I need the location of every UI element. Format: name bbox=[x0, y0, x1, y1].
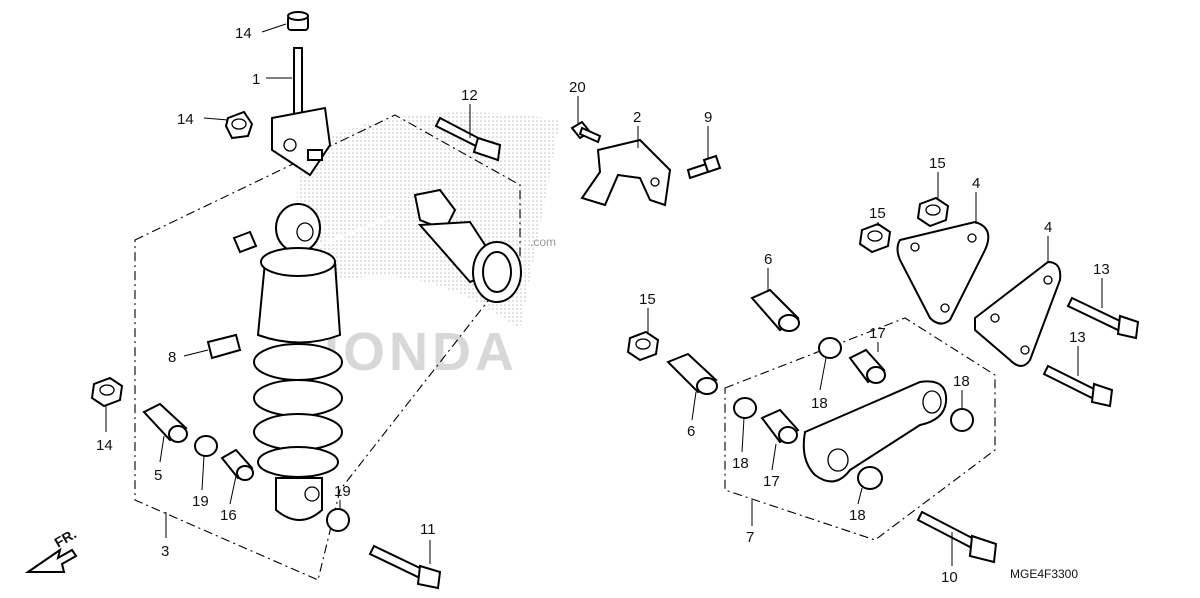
washer-18-a bbox=[818, 337, 842, 359]
plate-4-upper bbox=[896, 220, 990, 325]
callout-6: 6 bbox=[764, 251, 772, 268]
callout-2: 2 bbox=[633, 109, 641, 126]
collar-6-lower bbox=[666, 352, 718, 395]
callout-13: 13 bbox=[1093, 261, 1110, 278]
front-direction-arrow: FR. bbox=[24, 525, 80, 573]
washer-19-a bbox=[194, 435, 218, 457]
link-7 bbox=[802, 380, 948, 483]
bracket-2 bbox=[580, 138, 672, 207]
callout-15: 15 bbox=[929, 155, 946, 172]
callout-14: 14 bbox=[235, 25, 252, 42]
upper-mount-1 bbox=[271, 47, 332, 177]
callout-14: 14 bbox=[96, 437, 113, 454]
callout-14: 14 bbox=[177, 111, 194, 128]
shock-absorber-3 bbox=[232, 188, 522, 521]
callout-18: 18 bbox=[811, 395, 828, 412]
collar-17-upper bbox=[848, 348, 886, 384]
callout-11: 11 bbox=[420, 521, 436, 538]
callout-15: 15 bbox=[869, 205, 886, 222]
callout-16: 16 bbox=[220, 507, 237, 524]
collar-5 bbox=[142, 402, 188, 443]
callout-6: 6 bbox=[687, 423, 695, 440]
callout-19: 19 bbox=[334, 483, 351, 500]
nut-14-left bbox=[224, 110, 254, 140]
callout-20: 20 bbox=[569, 79, 586, 96]
callout-7: 7 bbox=[746, 529, 754, 546]
washer-18-c bbox=[950, 408, 974, 432]
callout-17: 17 bbox=[763, 473, 780, 490]
bolt-11 bbox=[368, 544, 442, 590]
washer-18-d bbox=[857, 466, 883, 490]
washer-18-b bbox=[733, 397, 757, 419]
callout-15: 15 bbox=[639, 291, 656, 308]
callout-4: 4 bbox=[1044, 219, 1052, 236]
linkage-group-outline bbox=[724, 317, 996, 541]
bolt-10 bbox=[916, 510, 998, 564]
callout-19: 19 bbox=[192, 493, 209, 510]
nut-14-top bbox=[287, 11, 309, 31]
callout-17: 17 bbox=[869, 325, 886, 342]
bolt-9 bbox=[686, 154, 722, 180]
callout-1: 1 bbox=[252, 71, 260, 88]
watermark-site: .com bbox=[530, 235, 556, 249]
front-direction-label: FR. bbox=[52, 525, 80, 550]
label-8 bbox=[206, 333, 242, 360]
shock-group-outline bbox=[134, 114, 521, 581]
callout-18: 18 bbox=[953, 373, 970, 390]
callout-12: 12 bbox=[461, 87, 478, 104]
callout-8: 8 bbox=[168, 349, 176, 366]
bolt-12 bbox=[434, 116, 502, 162]
plate-4-lower bbox=[974, 260, 1062, 367]
callout-9: 9 bbox=[704, 109, 712, 126]
nut-15-lower bbox=[626, 330, 660, 362]
bolt-13-upper bbox=[1066, 296, 1140, 340]
callout-numbers: 14 1 14 12 20 2 9 15 4 15 4 13 6 15 17 1… bbox=[96, 25, 1110, 586]
callout-18: 18 bbox=[732, 455, 749, 472]
washer-19-b bbox=[326, 508, 350, 532]
leader-lines bbox=[105, 23, 1103, 566]
nut-14-bottom bbox=[90, 376, 124, 408]
callout-3: 3 bbox=[161, 543, 169, 560]
callout-13: 13 bbox=[1069, 329, 1086, 346]
bolt-20 bbox=[570, 120, 602, 144]
nut-15-upper bbox=[916, 196, 950, 228]
collar-17-lower bbox=[760, 408, 800, 444]
nut-15-middle bbox=[858, 222, 892, 254]
callout-10: 10 bbox=[941, 569, 958, 586]
callout-4: 4 bbox=[972, 175, 980, 192]
diagram-code: MGE4F3300 bbox=[1010, 567, 1078, 581]
callout-5: 5 bbox=[154, 467, 162, 484]
collar-6-upper bbox=[750, 288, 800, 332]
collar-16 bbox=[220, 448, 254, 481]
honda-watermark: HONDA .com bbox=[290, 112, 560, 382]
bolt-13-lower bbox=[1042, 364, 1114, 408]
callout-18: 18 bbox=[849, 507, 866, 524]
